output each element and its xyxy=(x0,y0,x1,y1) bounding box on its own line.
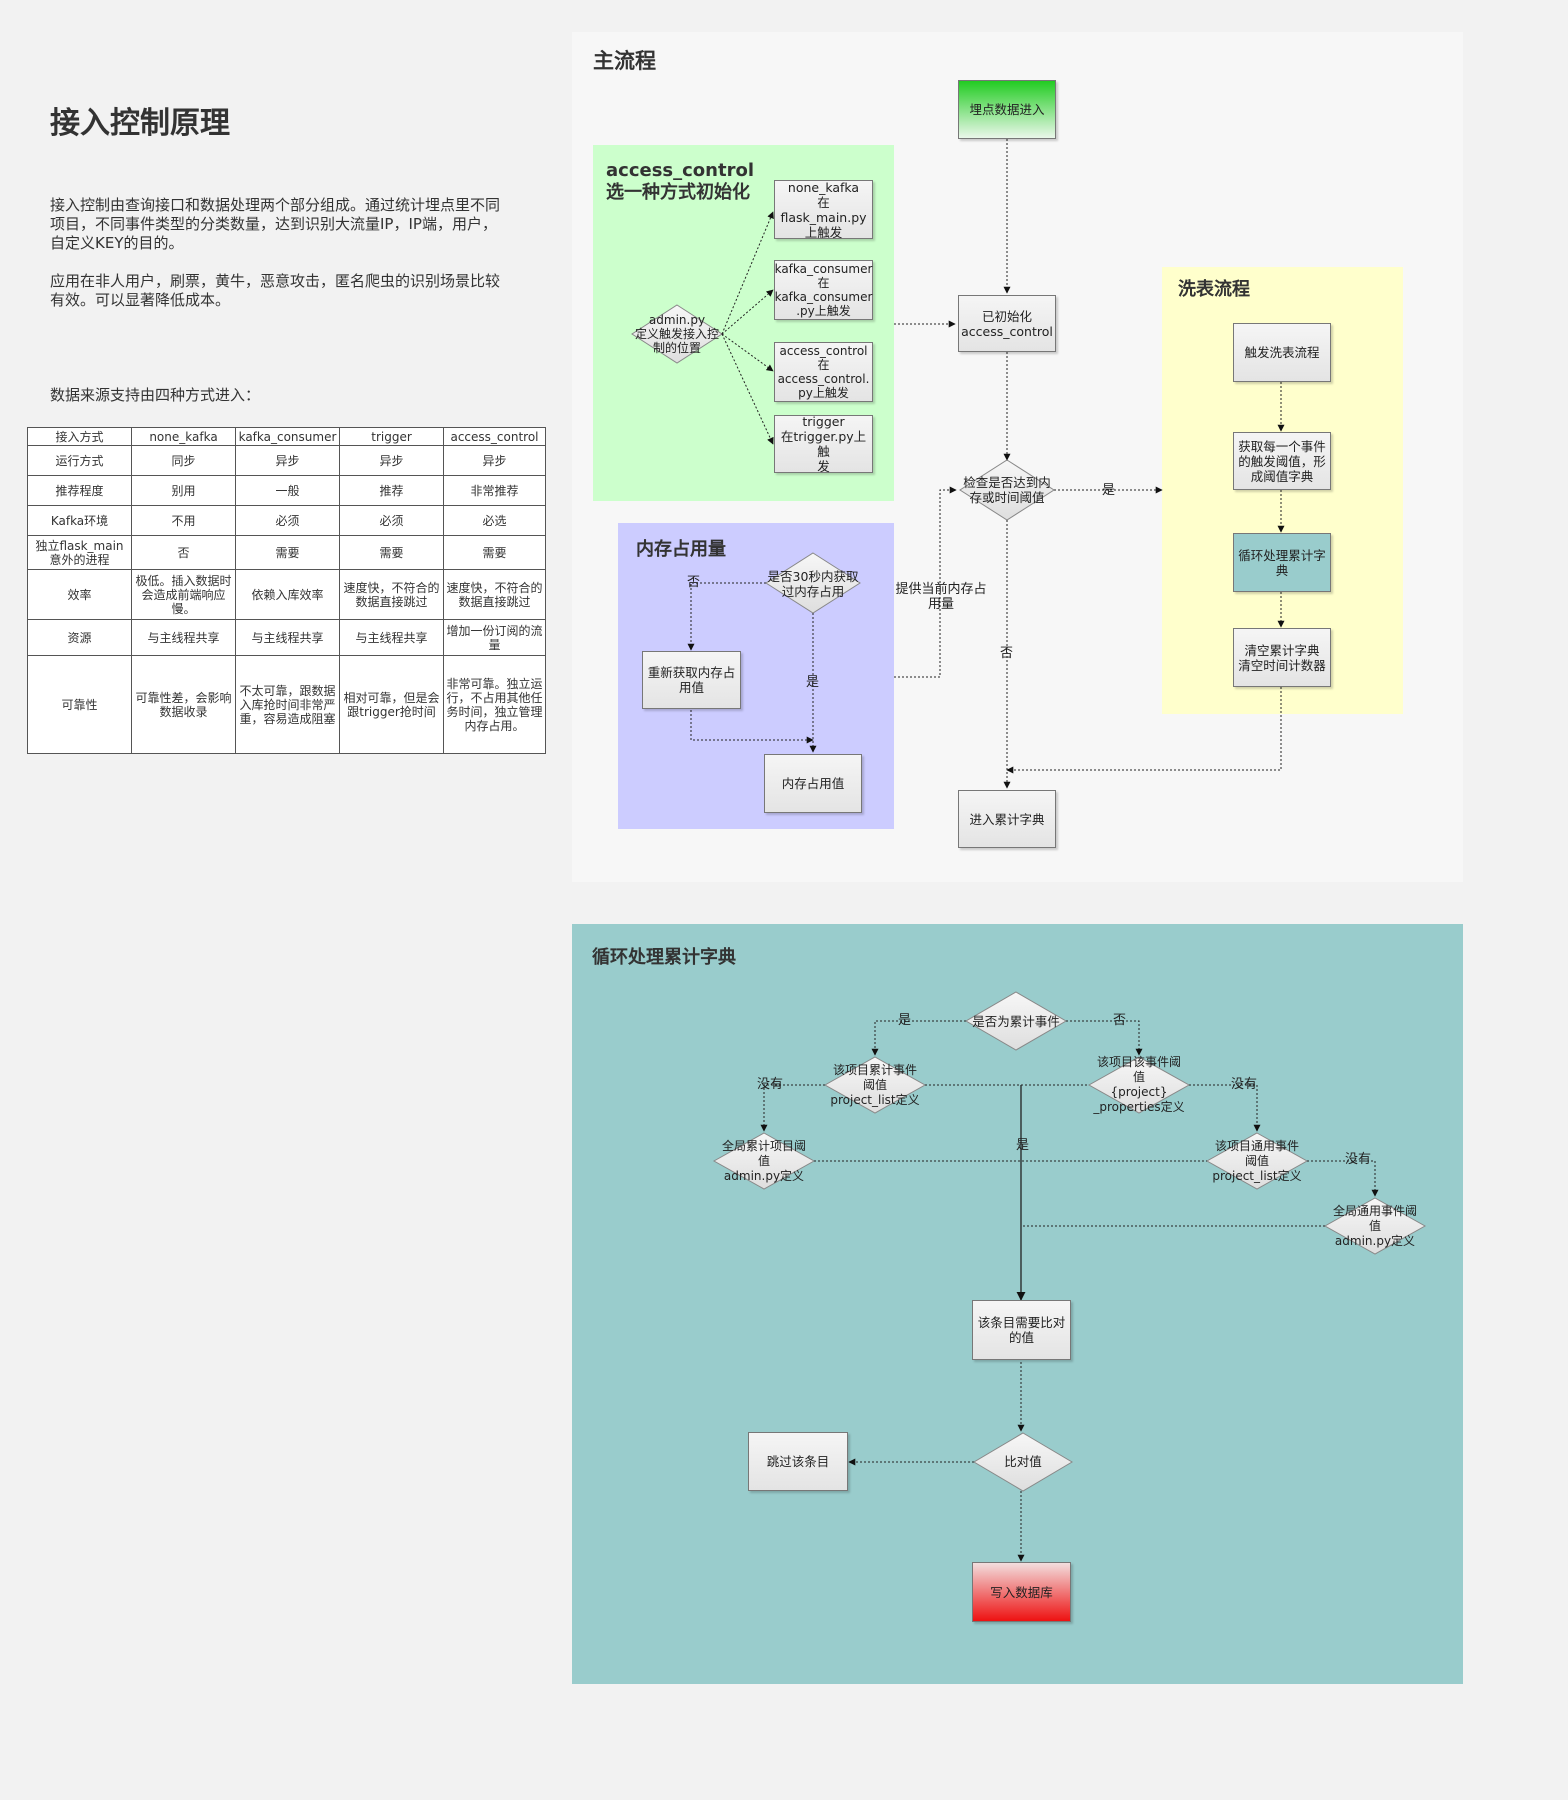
table-row: 效率 极低。插入数据时会造成前端响应慢。 依赖入库效率 速度快，不符合的数据直接… xyxy=(27,569,546,620)
project-cumulative-label: 该项目累计事件 阈值 project_list定义 xyxy=(830,1062,920,1107)
edge-label-none-1: 没有 xyxy=(757,1077,784,1092)
table-cell: 同步 xyxy=(131,445,236,476)
edge-cumulative-yes xyxy=(871,1020,966,1056)
memory-refetch-node: 重新获取内存占 用值 xyxy=(642,651,741,709)
loop-flow-title: 循环处理累计字典 xyxy=(592,947,736,968)
project-general-diamond-shape xyxy=(1205,1132,1309,1190)
edge-cumulative-no xyxy=(1066,1020,1143,1056)
global-cumulative-diamond-shape xyxy=(712,1132,816,1190)
admin-diamond-label: admin.py 定义触发接入控 制的位置 xyxy=(634,313,719,355)
wash-clear-node: 清空累计字典 清空时间计数器 xyxy=(1233,628,1331,687)
edge-label-memory-yes: 是 xyxy=(806,675,820,690)
edge-label-yes-mid: 是 xyxy=(1016,1138,1030,1153)
edge-label-none-3: 没有 xyxy=(1345,1152,1372,1167)
table-cell: 极低。插入数据时会造成前端响应慢。 xyxy=(131,569,236,620)
is-cumulative-diamond-shape xyxy=(965,991,1067,1051)
edge-label-provide-memory: 提供当前内存占 用量 xyxy=(895,582,987,612)
edge-proj-evt-none xyxy=(1189,1084,1261,1132)
write-db-node: 写入数据库 xyxy=(972,1562,1071,1622)
edge-label-cumulative-no: 否 xyxy=(1113,1013,1127,1028)
edge-admin-to-trigger xyxy=(721,333,774,445)
edge-label-cumulative-yes: 是 xyxy=(898,1013,912,1028)
option-trigger: trigger 在trigger.py上触 发 xyxy=(774,414,873,474)
main-flow-title: 主流程 xyxy=(593,49,656,73)
table-cell: 增加一份订阅的流量 xyxy=(443,619,546,656)
edge-wash-to-enter-dict xyxy=(1006,687,1282,774)
start-node: 埋点数据进入 xyxy=(958,80,1056,139)
table-row: 运行方式 同步 异步 异步 异步 xyxy=(27,445,546,476)
table-cell: 相对可靠，但是会跟trigger抢时间 xyxy=(339,655,444,754)
table-cell: 必选 xyxy=(443,505,546,536)
edge-provide-mem xyxy=(894,486,957,678)
table-cell: 需要 xyxy=(339,535,444,570)
project-event-label: 该项目该事件阈 值 {project} _properties定义 xyxy=(1093,1055,1185,1114)
access-group-title: access_control 选一种方式初始化 xyxy=(606,160,754,203)
compare-value-node: 该条目需要比对 的值 xyxy=(972,1300,1071,1360)
edge-proj-cum-none xyxy=(760,1084,825,1132)
compare-diamond-shape xyxy=(973,1432,1073,1492)
is-cumulative-label: 是否为累计事件 xyxy=(972,1013,1060,1029)
table-cell: 异步 xyxy=(339,445,444,476)
option-kafka-consumer: kafka_consumer 在 kafka_consumer .py上触发 xyxy=(774,260,873,320)
skip-node: 跳过该条目 xyxy=(748,1432,848,1491)
table-cell: 不用 xyxy=(131,505,236,536)
memory-group-title: 内存占用量 xyxy=(636,539,726,560)
table-cell: 非常推荐 xyxy=(443,475,546,506)
table-row: Kafka环境 不用 必须 必须 必选 xyxy=(27,505,546,536)
admin-diamond-shape xyxy=(631,304,723,364)
option-access-control: access_control 在 access_control. py上触发 xyxy=(774,342,873,402)
wash-get-thresholds-node: 获取每一个事件 的触发阈值，形 成阈值字典 xyxy=(1233,432,1331,490)
edge-label-none-2: 没有 xyxy=(1231,1077,1258,1092)
intro-paragraph-2: 应用在非人用户，刷票，黄牛，恶意攻击，匿名爬虫的识别场景比较有效。可以显著降低成… xyxy=(50,272,501,309)
page-title: 接入控制原理 xyxy=(50,106,230,141)
table-cell: 别用 xyxy=(131,475,236,506)
table-header-cell: access_control xyxy=(443,427,546,446)
table-cell: 非常可靠。独立运行，不占用其他任务时间，独立管理内存占用。 xyxy=(443,655,546,754)
table-cell: 速度快，不符合的数据直接跳过 xyxy=(339,569,444,620)
global-general-diamond-shape xyxy=(1323,1197,1427,1255)
project-cumulative-diamond-shape xyxy=(823,1056,927,1114)
edge-refetch-to-value xyxy=(690,710,814,744)
access-modes-table: 接入方式 none_kafka kafka_consumer trigger a… xyxy=(27,427,546,754)
edge-label-yes: 是 xyxy=(1102,483,1116,498)
edge-mem-no xyxy=(687,582,766,651)
edge-proj-general-none xyxy=(1307,1160,1379,1197)
edge-admin-to-access-control xyxy=(721,333,774,372)
table-cell: 运行方式 xyxy=(27,445,132,476)
table-cell: 与主线程共享 xyxy=(339,619,444,656)
table-cell: 独立flask_main意外的进程 xyxy=(27,535,132,570)
table-cell: 必须 xyxy=(339,505,444,536)
memory-check-diamond-label: 是否30秒内获取 过内存占用 xyxy=(767,569,859,599)
table-cell: 依赖入库效率 xyxy=(235,569,340,620)
global-cumulative-label: 全局累计项目阈 值 admin.py定义 xyxy=(721,1138,806,1183)
compare-diamond-label: 比对值 xyxy=(1004,1453,1042,1469)
wash-group-title: 洗表流程 xyxy=(1178,279,1250,300)
global-general-label: 全局通用事件阈 值 admin.py定义 xyxy=(1332,1203,1417,1248)
project-general-label: 该项目通用事件 阈值 project_list定义 xyxy=(1212,1138,1302,1183)
table-row: 可靠性 可靠性差，会影响数据收录 不太可靠，跟数据入库抢时间非常严重，容易造成阻… xyxy=(27,655,546,754)
sources-label: 数据来源支持由四种方式进入： xyxy=(50,386,261,404)
project-event-diamond-shape xyxy=(1087,1056,1191,1114)
table-cell: 资源 xyxy=(27,619,132,656)
option-none-kafka: none_kafka 在flask_main.py 上触发 xyxy=(774,180,873,240)
table-row: 资源 与主线程共享 与主线程共享 与主线程共享 增加一份订阅的流量 xyxy=(27,619,546,656)
table-cell: 不太可靠，跟数据入库抢时间非常严重，容易造成阻塞 xyxy=(235,655,340,754)
table-cell: 可靠性 xyxy=(27,655,132,754)
enter-dict-node: 进入累计字典 xyxy=(958,790,1056,848)
table-cell: 需要 xyxy=(443,535,546,570)
wash-loop-node: 循环处理累计字 典 xyxy=(1233,533,1331,592)
wash-trigger-node: 触发洗表流程 xyxy=(1233,323,1331,382)
edge-admin-to-kafka-consumer xyxy=(721,289,774,335)
table-cell: 与主线程共享 xyxy=(235,619,340,656)
table-cell: 可靠性差，会影响数据收录 xyxy=(131,655,236,754)
threshold-diamond-label: 检查是否达到内 存或时间阈值 xyxy=(963,475,1051,505)
intro-paragraph-1: 接入控制由查询接口和数据处理两个部分组成。通过统计埋点里不同项目，不同事件类型的… xyxy=(50,196,501,252)
table-header-row: 接入方式 none_kafka kafka_consumer trigger a… xyxy=(27,427,546,446)
memory-value-node: 内存占用值 xyxy=(764,754,862,813)
edge-label-no: 否 xyxy=(1000,646,1014,661)
edge-label-memory-no: 否 xyxy=(687,575,701,590)
initialized-node: 已初始化 access_control xyxy=(958,295,1056,352)
